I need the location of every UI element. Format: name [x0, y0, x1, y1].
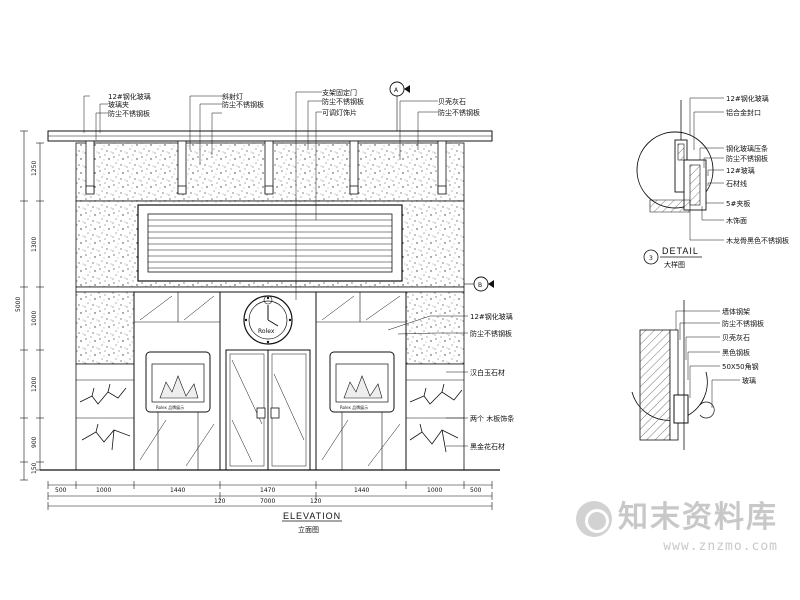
- label-top-5: 支架固定门: [322, 88, 357, 97]
- right-pier-granite: [405, 291, 465, 365]
- section-marker-a-label: A: [394, 87, 399, 94]
- detail-a-label-3: 防尘不锈钢板: [726, 154, 768, 163]
- label-top-6: 防尘不锈钢板: [322, 97, 364, 106]
- dim-left-4: 900: [31, 436, 38, 448]
- right-labels: 12#钢化玻璃 防尘不锈钢板 汉白玉石材 两个 木板饰条 黑金花石材: [470, 312, 514, 451]
- detail-a-label-4: 12#玻璃: [726, 166, 755, 175]
- detail-a-title: DETAIL: [662, 246, 699, 256]
- left-dimension-line: [20, 130, 44, 481]
- label-top-2: 防尘不锈钢板: [108, 109, 150, 118]
- detail-a-label-5: 石材线: [726, 179, 747, 188]
- detail-a-label-8: 木龙骨黑色不锈钢板: [726, 236, 789, 245]
- display-caption-left: Rolex 品牌展示: [156, 404, 184, 410]
- door-handle-right: [270, 407, 280, 419]
- section-marker-a: [389, 81, 410, 131]
- label-top-3: 斜射灯: [222, 92, 243, 101]
- detail-a-label-7: 木饰面: [726, 216, 747, 225]
- detail-b-label-0: 墙体钢架: [722, 307, 750, 316]
- dim-left-total: 5000: [15, 297, 22, 312]
- signboard-louvers: [148, 219, 392, 269]
- marble-veins: [79, 383, 463, 453]
- detail-b-label-2: 贝壳灰石: [722, 333, 750, 342]
- label-top-8: 贝壳灰石: [438, 97, 466, 106]
- dim-left-3: 1200: [31, 377, 38, 392]
- dim-bottom-4: 1440: [354, 487, 369, 494]
- watermark-text-row: 知末资料库: [576, 492, 778, 537]
- left-pier-marble: [75, 363, 135, 471]
- dim-bottom-2: 1440: [170, 487, 185, 494]
- dim-bottom-6: 500: [470, 487, 482, 494]
- watermark-url: www.znzmo.com: [663, 538, 778, 554]
- dim-bottom-3: 1470: [260, 487, 275, 494]
- detail-b-label-3: 黑色钢板: [722, 348, 750, 357]
- rolex-clock: [243, 295, 293, 345]
- clock-label: Rolex: [258, 328, 275, 335]
- detail-a-drawing: [636, 97, 724, 265]
- detail-a-label-6: 5#夹板: [726, 199, 750, 208]
- label-right-3: 两个 木板饰条: [470, 414, 514, 423]
- elevation-subtitle: 立面图: [298, 525, 319, 534]
- section-marker-b: [464, 276, 494, 292]
- leader-lines: [83, 91, 468, 447]
- left-pier-granite: [75, 291, 135, 365]
- elevation-drawing: [20, 81, 500, 522]
- detail-b-labels: 墙体钢架 防尘不锈钢板 贝壳灰石 黑色钢板 50X50角钢 玻璃: [722, 307, 764, 385]
- detail-b-label-1: 防尘不锈钢板: [722, 319, 764, 328]
- label-right-4: 黑金花石材: [470, 442, 505, 451]
- watermark-logo-icon: [576, 500, 612, 537]
- bottom-dims: 500 1000 1440 1470 1440 1000 500 120 120…: [55, 487, 482, 505]
- dim-sub-0: 120: [214, 498, 226, 505]
- watermark-text: 知末资料库: [618, 500, 778, 535]
- left-dims: 1250 1300 1000 1200 900 150 5000: [15, 161, 38, 474]
- top-labels: 12#钢化玻璃 玻璃夹 防尘不锈钢板 斜射灯 防尘不锈钢板 支架固定门 防尘不锈…: [108, 88, 480, 118]
- detail-a-label-0: 12#钢化玻璃: [726, 94, 769, 103]
- label-right-0: 12#钢化玻璃: [470, 312, 513, 321]
- dim-left-1: 1300: [31, 237, 38, 252]
- detail-a-subtitle: 大样图: [664, 260, 685, 269]
- detail-a-label-1: 铝合金封口: [726, 108, 761, 117]
- label-right-1: 防尘不锈钢板: [470, 329, 512, 338]
- watermark: 知末资料库 www.znzmo.com: [576, 492, 778, 554]
- detail-b-drawing: [631, 300, 740, 450]
- label-top-4: 防尘不锈钢板: [222, 100, 264, 109]
- detail-b-label-5: 玻璃: [742, 376, 756, 385]
- dim-left-2: 1000: [31, 311, 38, 326]
- dim-left-5: 150: [31, 462, 38, 474]
- dim-bottom-5: 1000: [427, 487, 442, 494]
- door-handle-left: [256, 407, 266, 419]
- detail-b-label-4: 50X50角钢: [722, 362, 759, 371]
- dim-bottom-1: 1000: [96, 487, 111, 494]
- label-top-9: 防尘不锈钢板: [438, 108, 480, 117]
- dim-sub-1: 120: [310, 498, 322, 505]
- elevation-title: ELEVATION: [283, 511, 341, 521]
- dim-total: 7000: [260, 498, 275, 505]
- label-right-2: 汉白玉石材: [470, 368, 505, 377]
- label-top-1: 玻璃夹: [108, 100, 129, 109]
- detail-a-labels: 12#钢化玻璃 铝合金封口 钢化玻璃压条 防尘不锈钢板 12#玻璃 石材线 5#…: [726, 94, 789, 245]
- detail-a-label-2: 钢化玻璃压条: [726, 144, 768, 153]
- dim-left-0: 1250: [31, 161, 38, 176]
- dim-bottom-0: 500: [55, 487, 67, 494]
- bottom-dimension-line: [47, 481, 493, 510]
- display-caption-right: Rolex 品牌展示: [340, 404, 368, 410]
- detail-a-marker: 3: [649, 255, 653, 262]
- label-top-0: 12#钢化玻璃: [108, 92, 151, 101]
- label-top-7: 可调灯饰片: [322, 108, 357, 117]
- light-brackets: [85, 140, 447, 195]
- section-marker-b-label: B: [478, 282, 482, 289]
